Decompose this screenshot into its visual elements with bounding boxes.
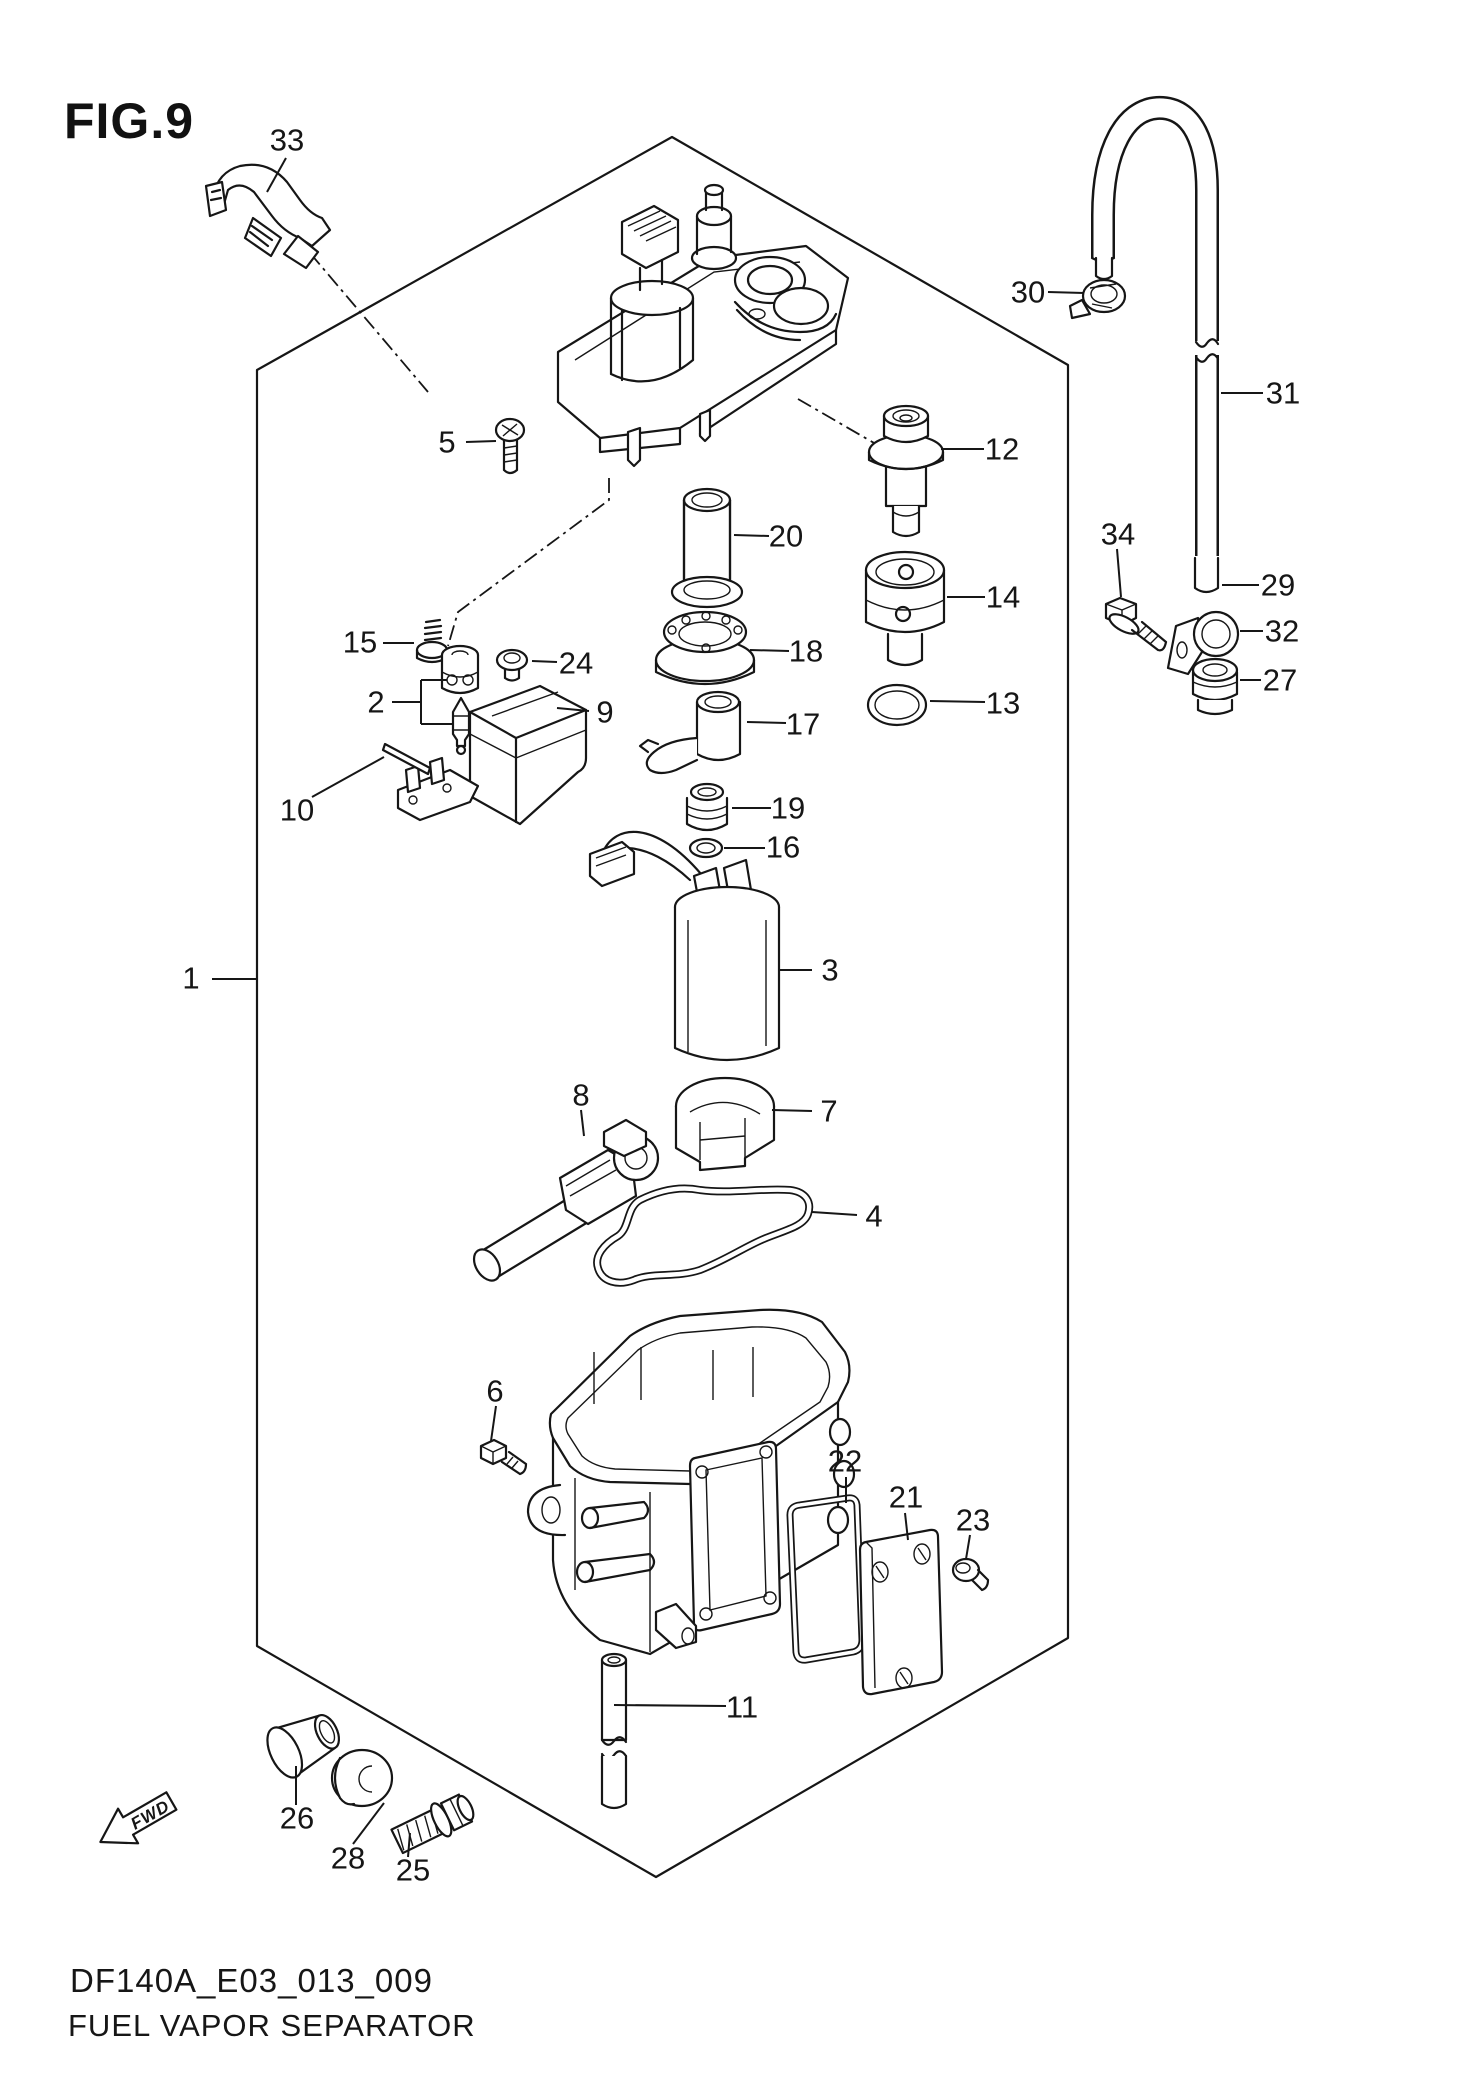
- part-label-32: 32: [1264, 613, 1300, 649]
- part-label-26: 26: [279, 1800, 315, 1836]
- part-label-27: 27: [1262, 662, 1298, 698]
- leader-line-9: [556, 707, 590, 712]
- part-label-7: 7: [820, 1093, 838, 1129]
- part-label-28: 28: [330, 1840, 366, 1876]
- part-31-hose: [1090, 96, 1220, 556]
- part-22-gasket: [786, 1494, 866, 1664]
- leader-line-34: [1116, 548, 1122, 598]
- part-20-filter: [670, 487, 744, 609]
- part-16-washer: [688, 837, 724, 859]
- part-5-screw: [494, 417, 526, 475]
- part-28-grommet: [330, 1748, 394, 1808]
- part-10-pin: [381, 742, 432, 776]
- leader-lines: [212, 157, 1263, 1858]
- hose-end-stub: [1094, 256, 1114, 281]
- part-32-p-clamp: [1166, 610, 1240, 676]
- part-4-gasket: [593, 1184, 814, 1287]
- leader-line-4: [811, 1211, 858, 1216]
- part-13-oring: [866, 683, 928, 727]
- part-6-bolt: [479, 1438, 528, 1476]
- part-label-3: 3: [821, 952, 839, 988]
- part-27-grommet: [1191, 657, 1239, 716]
- part-25-bolt: [390, 1793, 475, 1855]
- part-label-20: 20: [768, 518, 804, 554]
- leader-line-7: [771, 1109, 813, 1112]
- diagram-border: [255, 135, 1070, 1879]
- part-label-13: 13: [985, 685, 1021, 721]
- part-label-21: 21: [888, 1479, 924, 1515]
- part-18-flange: [654, 610, 756, 686]
- part-label-19: 19: [770, 790, 806, 826]
- leader-line-33: [266, 157, 287, 193]
- part-label-23: 23: [955, 1502, 991, 1538]
- part-label-17: 17: [785, 706, 821, 742]
- leader-line-24: [531, 660, 558, 663]
- leader-line-11: [613, 1704, 727, 1707]
- part-17-holder: [638, 690, 742, 775]
- part-24-screw: [495, 648, 529, 682]
- part-label-9: 9: [596, 694, 614, 730]
- part-21-plate: [858, 1528, 944, 1696]
- part-8-strainer: [472, 1118, 660, 1282]
- part-label-29: 29: [1260, 567, 1296, 603]
- leader-line-18: [749, 649, 790, 652]
- part-7-cup: [674, 1076, 776, 1172]
- part-3-fuel-pump: [588, 830, 781, 1062]
- part-label-8: 8: [572, 1077, 590, 1113]
- part-label-24: 24: [558, 645, 594, 681]
- part-label-1: 1: [182, 960, 200, 996]
- part-main-cover-assembly: [556, 183, 850, 468]
- leader-line-17: [746, 721, 787, 724]
- part-label-33: 33: [269, 122, 305, 158]
- leader-line-28: [352, 1802, 385, 1845]
- leader-line-8: [580, 1109, 585, 1137]
- part-9-cover: [396, 684, 588, 826]
- part-label-25: 25: [395, 1852, 431, 1888]
- part-30-clamp: [1068, 278, 1127, 320]
- leader-line-20: [733, 534, 770, 537]
- part-label-6: 6: [486, 1373, 504, 1409]
- part-19-cap: [685, 782, 729, 832]
- part-label-12: 12: [984, 431, 1020, 467]
- drawing-caption: FUEL VAPOR SEPARATOR: [68, 2008, 476, 2043]
- part-33-clamp: [204, 163, 332, 270]
- part-34-bolt: [1104, 596, 1168, 652]
- part-label-2: 2: [367, 684, 385, 720]
- part-label-4: 4: [865, 1198, 883, 1234]
- leader-line-21: [904, 1512, 909, 1541]
- part-label-16: 16: [765, 829, 801, 865]
- part-26-collar: [266, 1713, 341, 1779]
- part-14-canister: [864, 550, 946, 667]
- part-label-31: 31: [1265, 375, 1301, 411]
- part-label-15: 15: [342, 624, 378, 660]
- figure-number: FIG.9: [64, 93, 195, 149]
- leader-line-25: [407, 1832, 411, 1858]
- leader-line-13: [929, 700, 986, 703]
- part-label-11: 11: [725, 1689, 759, 1725]
- part-label-5: 5: [438, 424, 456, 460]
- part-label-10: 10: [279, 792, 315, 828]
- part-23-screw: [951, 1557, 990, 1592]
- part-label-18: 18: [788, 633, 824, 669]
- part-tank-body: [526, 1308, 856, 1656]
- part-11-tube: [600, 1652, 628, 1810]
- part-label-30: 30: [1010, 274, 1046, 310]
- part-label-34: 34: [1100, 516, 1136, 552]
- part-12-regulator: [867, 404, 945, 538]
- fwd-arrow: FWD: [99, 1791, 178, 1845]
- part-29-hose-end: [1193, 556, 1220, 594]
- leader-line-6: [490, 1405, 497, 1442]
- leader-line-5: [465, 440, 497, 443]
- part-label-22: 22: [827, 1443, 863, 1479]
- part-2-valve-set: [440, 644, 480, 756]
- drawing-code: DF140A_E03_013_009: [70, 1962, 433, 1999]
- part-label-14: 14: [985, 579, 1021, 615]
- leader-line-30: [1047, 291, 1085, 294]
- leader-line-23: [965, 1534, 971, 1560]
- leader-line-10: [311, 756, 385, 798]
